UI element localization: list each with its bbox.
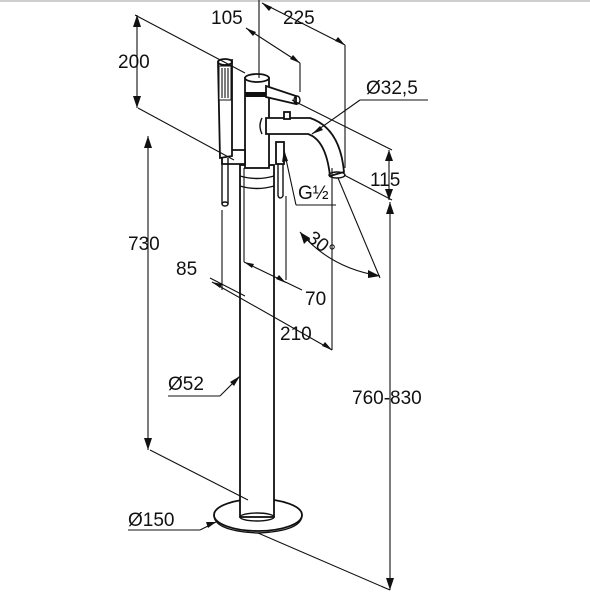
- dim-115-label: 115: [370, 170, 400, 191]
- dimension-85: 85: [176, 168, 303, 297]
- dim-730-label: 730: [128, 234, 160, 255]
- spout: [259, 111, 346, 179]
- mixer-head: [244, 73, 301, 169]
- dimension-70: 70: [305, 289, 326, 310]
- hand-shower: [217, 58, 246, 207]
- dimension-dia-52: Ø52: [168, 374, 241, 397]
- dimension-225: 225: [261, 2, 346, 168]
- label-g-half: G½: [282, 149, 336, 206]
- dim-dia-150-label: Ø150: [128, 510, 174, 531]
- dimension-760-830: 760-830: [257, 202, 422, 591]
- dimension-105: 105: [211, 0, 301, 92]
- dimension-115: 115: [291, 99, 400, 201]
- dimension-210: 210: [211, 168, 333, 351]
- dim-85-label: 85: [176, 259, 197, 280]
- dim-200-label: 200: [118, 52, 150, 73]
- dim-30-label: 30°: [303, 227, 339, 261]
- dim-225-label: 225: [283, 8, 315, 29]
- dim-210-label: 210: [280, 324, 312, 345]
- dim-dia-32-5-label: Ø32,5: [366, 78, 418, 99]
- top-edge-line: [0, 0, 590, 2]
- label-g-half-text: G½: [298, 183, 329, 204]
- dimension-dia-32-5: Ø32,5: [311, 78, 428, 135]
- dimension-dia-150: Ø150: [128, 510, 217, 531]
- dimension-730: 730: [128, 136, 249, 501]
- dim-760-830-label: 760-830: [352, 388, 422, 409]
- dimension-200: 200: [118, 14, 246, 161]
- dim-70-label: 70: [305, 289, 326, 310]
- dim-dia-52-label: Ø52: [168, 374, 204, 395]
- dim-105-label: 105: [211, 8, 243, 29]
- diverter: [275, 141, 285, 199]
- main-column: [239, 164, 275, 522]
